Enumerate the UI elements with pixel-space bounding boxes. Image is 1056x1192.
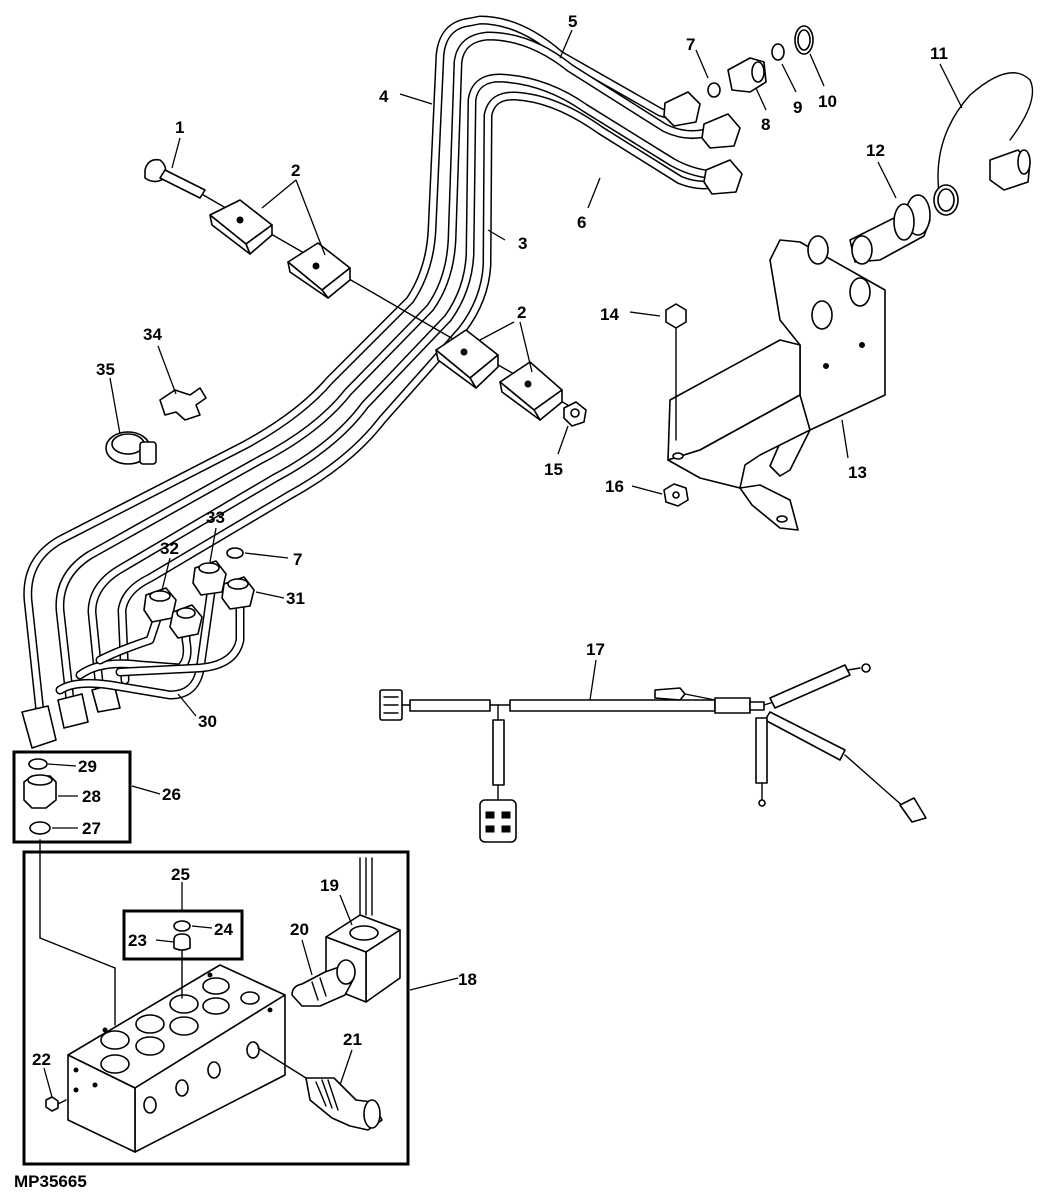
- clamp-half-lower-right: [499, 361, 563, 421]
- o-ring-7-lower: [226, 547, 244, 559]
- callout-22: 22: [32, 1050, 51, 1069]
- figure-id: MP35665: [14, 1172, 87, 1191]
- fitting-group-top: [707, 25, 814, 98]
- callout-30: 30: [198, 712, 217, 731]
- callout-10: 10: [818, 92, 837, 111]
- mounting-bracket-13: [667, 235, 886, 531]
- callout-27: 27: [82, 819, 101, 838]
- clip-34: [159, 387, 207, 421]
- callout-16: 16: [605, 477, 624, 496]
- tube-3: [117, 91, 730, 685]
- callout-25: 25: [171, 865, 190, 884]
- lower-tube-assembly: [55, 547, 255, 700]
- harness-connector-bottom: [479, 799, 517, 843]
- valve-block: [67, 964, 286, 1153]
- callout-19: 19: [320, 876, 339, 895]
- valve-cartridge-20: [291, 959, 356, 1007]
- callout-26: 26: [162, 785, 181, 804]
- callout-34: 34: [143, 325, 162, 344]
- callout-5: 5: [568, 12, 577, 31]
- wiring-harness-17: [379, 663, 927, 843]
- callout-13: 13: [848, 463, 867, 482]
- callout-20: 20: [290, 920, 309, 939]
- callout-14: 14: [600, 305, 619, 324]
- kit-box-26: [12, 750, 132, 844]
- callout-21: 21: [343, 1030, 362, 1049]
- callout-4: 4: [379, 87, 389, 106]
- callout-23: 23: [128, 931, 147, 950]
- callout-2a: 2: [291, 161, 300, 180]
- clamp-assembly: [144, 158, 587, 427]
- clamp-half-lower-left: [435, 329, 499, 389]
- o-ring-7-top: [707, 82, 721, 98]
- callout-8: 8: [761, 115, 770, 134]
- callout-15: 15: [544, 460, 563, 479]
- clamp-half-upper-right: [287, 242, 351, 299]
- callout-11: 11: [930, 44, 948, 63]
- o-ring-9: [771, 43, 785, 61]
- callout-9: 9: [793, 98, 802, 117]
- o-ring-24: [173, 920, 191, 932]
- hydraulic-tubes: [21, 15, 743, 749]
- callout-6: 6: [577, 213, 586, 232]
- callout-33: 33: [206, 508, 225, 527]
- tube-nut-bottom-2: [57, 693, 89, 729]
- plug-23: [173, 933, 191, 951]
- clamp-half-upper-left: [209, 199, 273, 255]
- callout-3: 3: [518, 234, 527, 253]
- callout-18: 18: [458, 970, 477, 989]
- callout-24: 24: [214, 920, 233, 939]
- callout-31: 31: [286, 589, 305, 608]
- tube-6: [87, 73, 725, 697]
- valve-box-18: [22, 839, 410, 1166]
- dust-cap-11: [933, 72, 1034, 216]
- callout-17: 17: [586, 640, 605, 659]
- cap-screw-14: [665, 303, 687, 441]
- plug-22: [45, 1096, 67, 1112]
- o-ring-27: [29, 821, 51, 835]
- callout-2b: 2: [517, 303, 526, 322]
- tube-5: [55, 31, 720, 705]
- tube-nut-bottom-1: [21, 705, 57, 749]
- o-ring-29: [28, 758, 48, 770]
- callout-7-top: 7: [686, 35, 695, 54]
- callout-1: 1: [175, 118, 184, 137]
- tube-nut-top-1: [663, 91, 701, 127]
- callout-labels: 1 2 2 3 4 5 6 7 7 8 9 10 11 12 13 14 15 …: [14, 12, 948, 1191]
- kit-box-25: [122, 909, 244, 961]
- tube-nut-top-2: [701, 113, 741, 149]
- tube-nut-top-3: [703, 159, 743, 195]
- callout-35: 35: [96, 360, 115, 379]
- callout-28: 28: [82, 787, 101, 806]
- tube-4: [23, 15, 695, 717]
- callout-29: 29: [78, 757, 97, 776]
- callout-12: 12: [866, 141, 885, 160]
- valve-cartridge-21: [257, 1047, 383, 1131]
- lock-nut-16: [663, 483, 689, 507]
- hose-clamp-35: [105, 431, 157, 465]
- callout-7-lower: 7: [293, 550, 302, 569]
- quick-coupler-12: [849, 194, 931, 265]
- leader-lines: [43, 29, 963, 1098]
- callout-32: 32: [160, 539, 179, 558]
